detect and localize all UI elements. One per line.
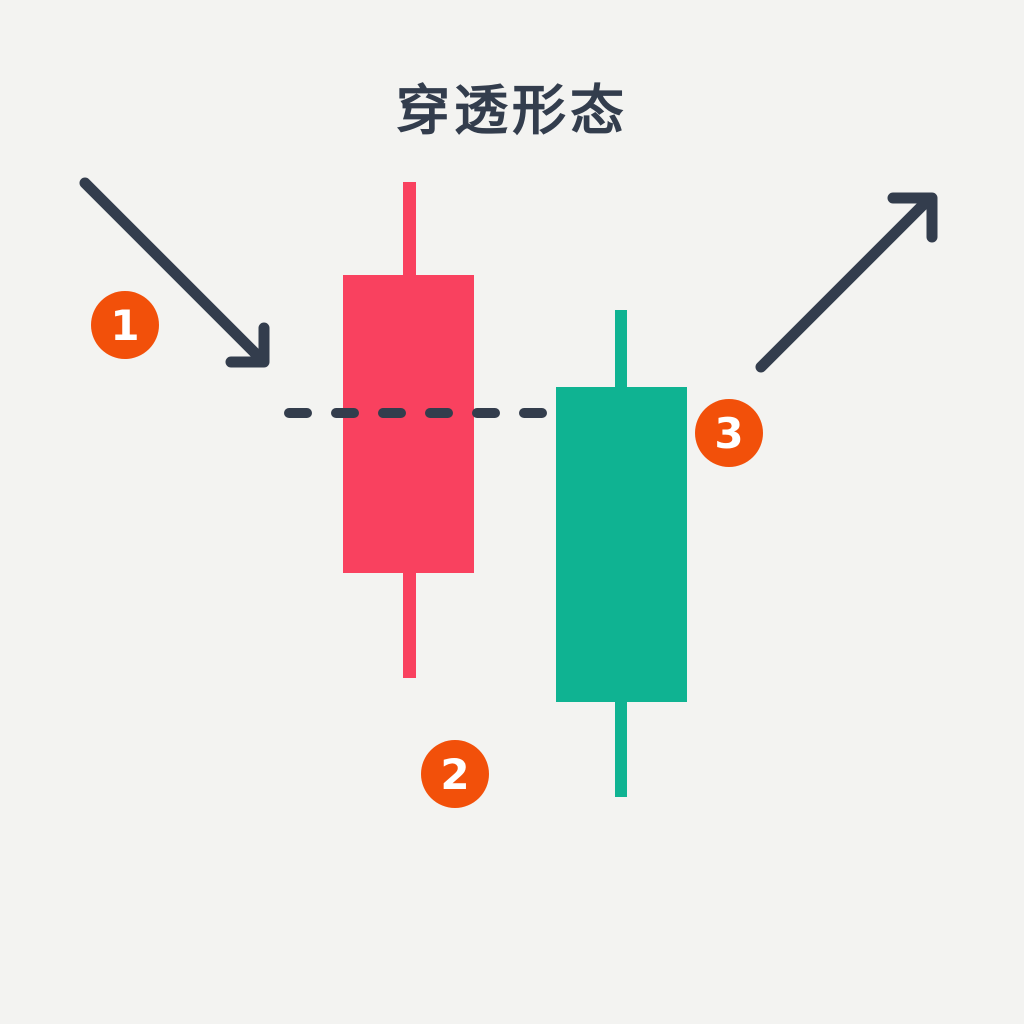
- downtrend-arrow-icon: [79, 177, 270, 368]
- step-badge-1: 1: [91, 291, 159, 359]
- step-badge-2: 2: [421, 740, 489, 808]
- step-badge-3: 3: [695, 399, 763, 467]
- bearish-candle: [343, 182, 474, 678]
- bearish-candle-body: [343, 275, 474, 573]
- diagram-title: 穿透形态: [396, 79, 628, 142]
- bullish-candle: [556, 310, 687, 797]
- bullish-candle-body: [556, 387, 687, 702]
- uptrend-arrow-icon: [755, 192, 938, 373]
